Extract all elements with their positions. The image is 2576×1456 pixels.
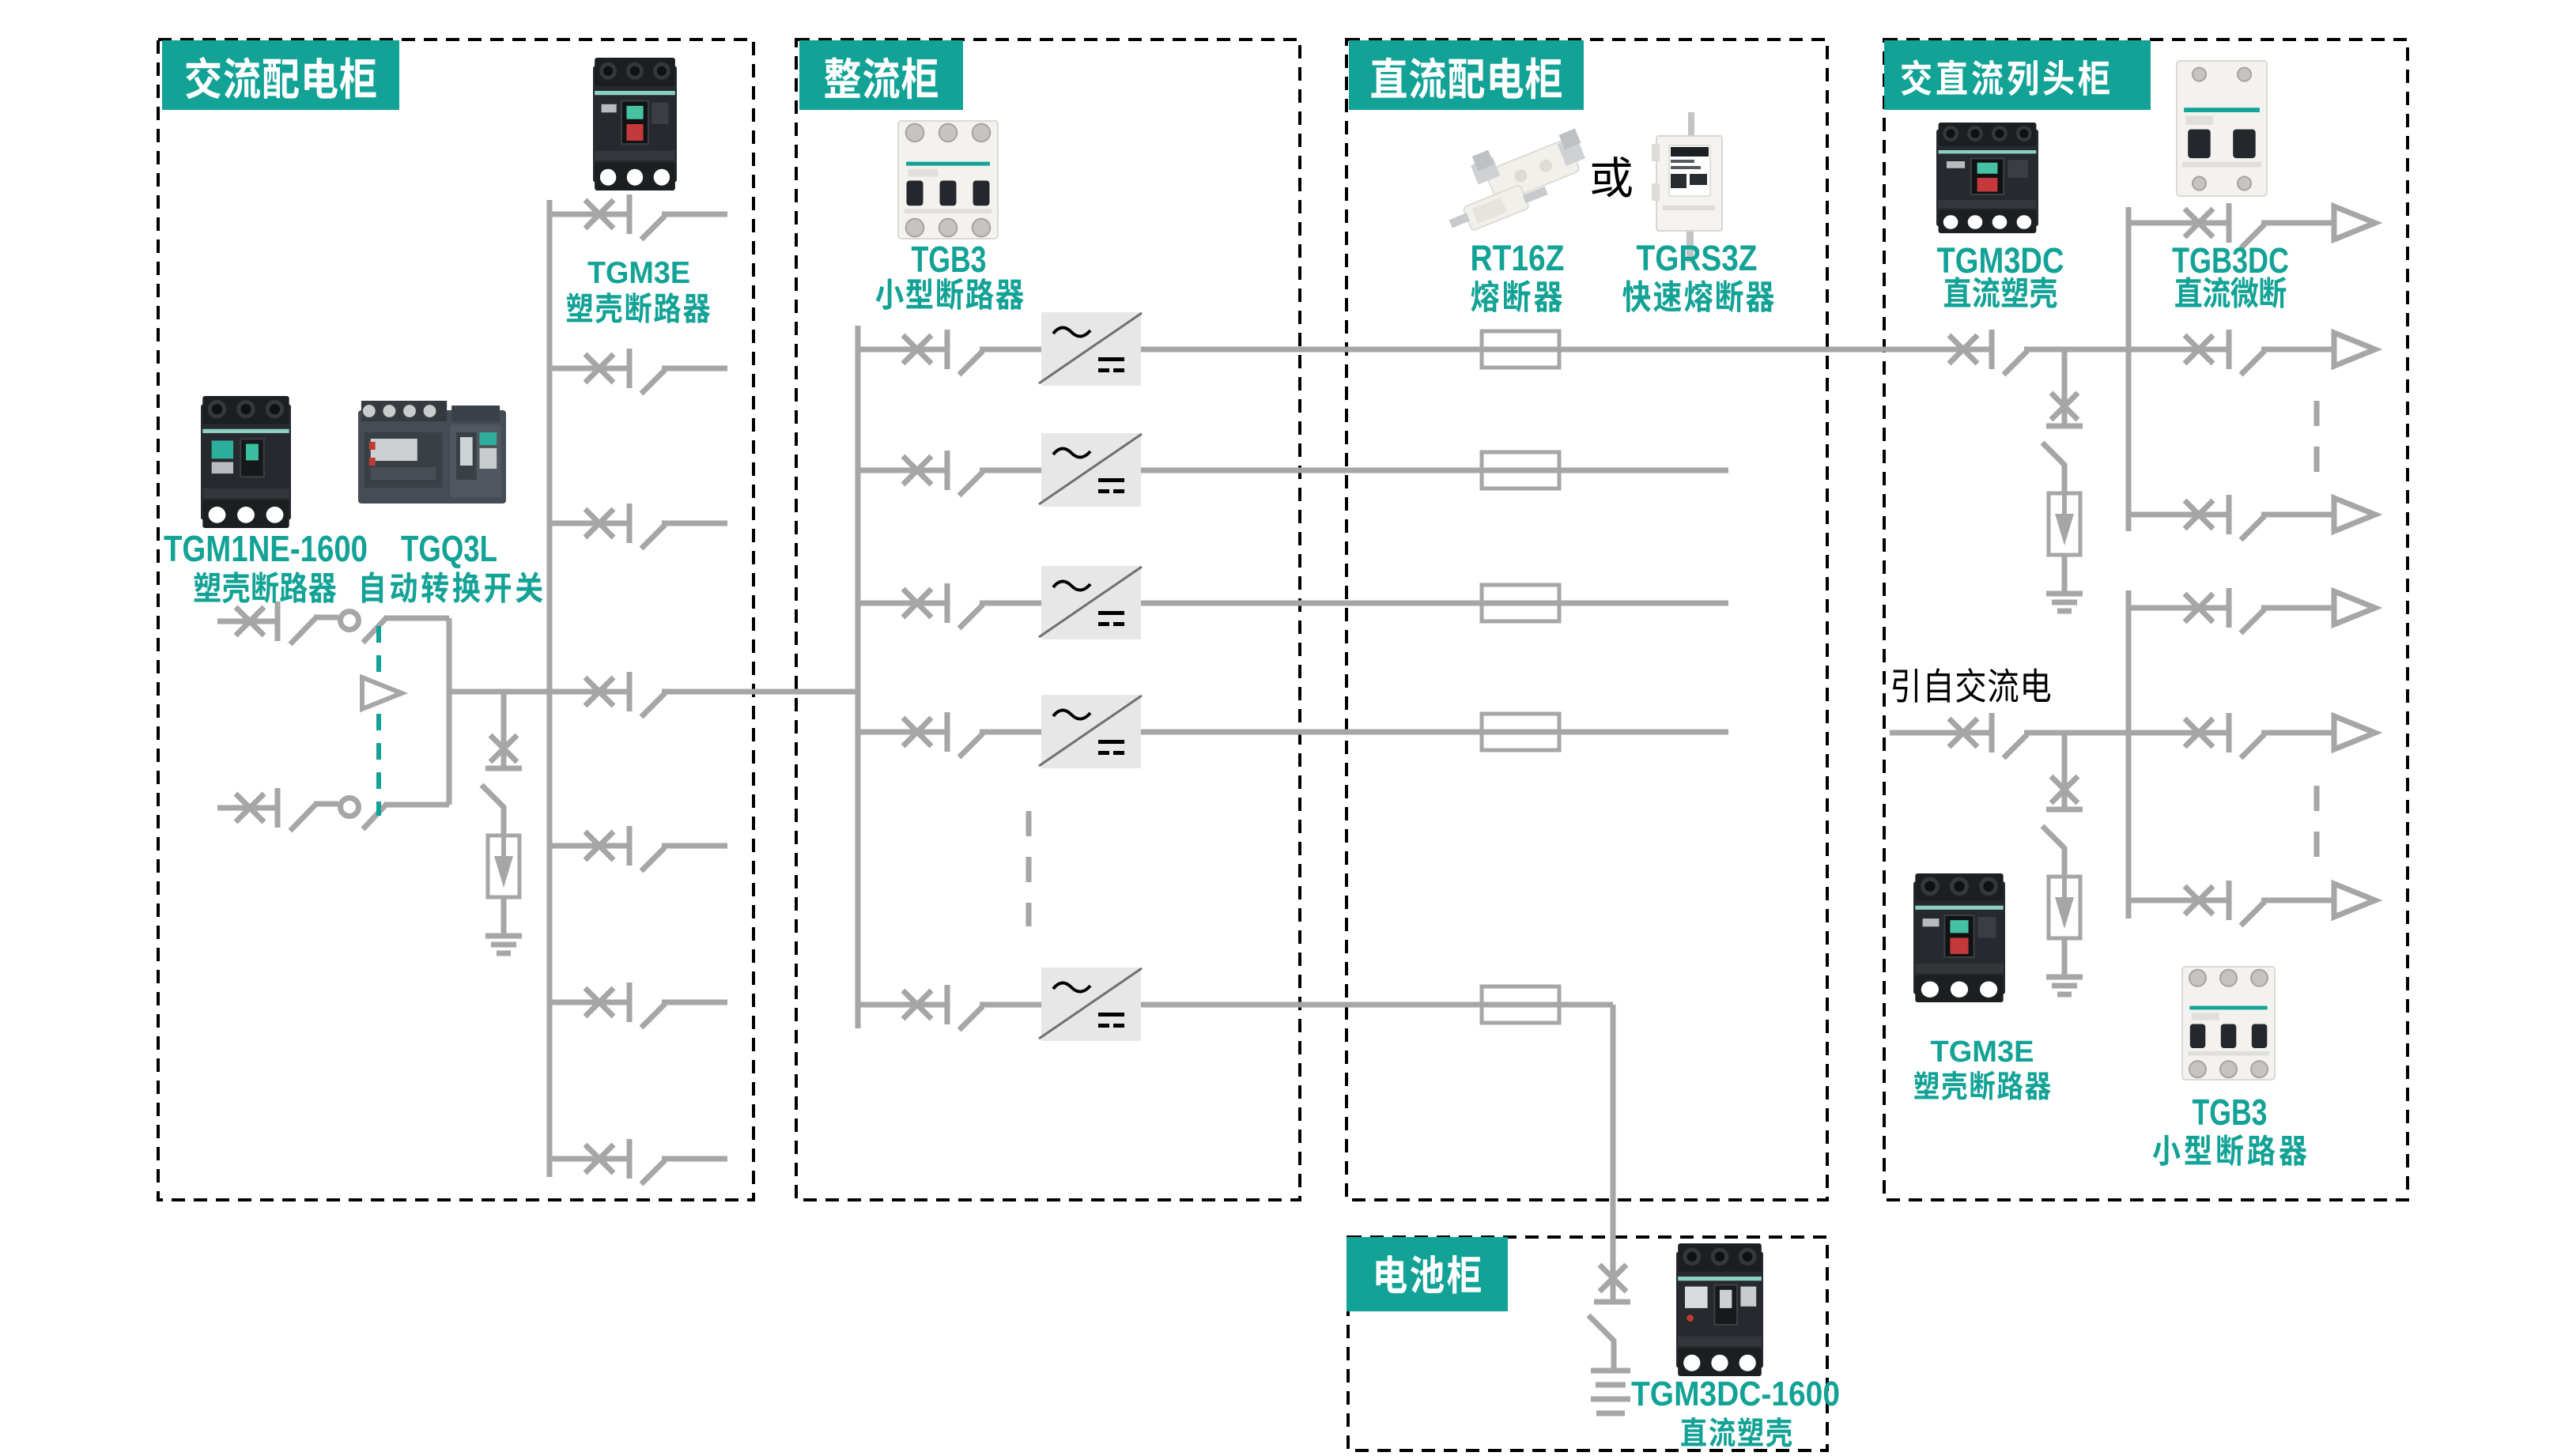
svg-text:RT16Z: RT16Z — [1471, 238, 1565, 278]
svg-text:TGM3E: TGM3E — [587, 256, 690, 290]
svg-text:TGB3: TGB3 — [2193, 1092, 2268, 1133]
svg-text:TGB3: TGB3 — [912, 239, 987, 280]
svg-text:TGM3E: TGM3E — [1931, 1035, 2034, 1069]
svg-text:TGB3DC: TGB3DC — [2172, 240, 2289, 281]
svg-text:TGQ3L: TGQ3L — [401, 528, 497, 569]
svg-text:TGM3DC: TGM3DC — [1937, 240, 2064, 281]
svg-text:TGM1NE-1600: TGM1NE-1600 — [164, 528, 368, 569]
svg-text:TGM3DC-1600: TGM3DC-1600 — [1631, 1375, 1840, 1413]
svg-text:TGRS3Z: TGRS3Z — [1637, 238, 1758, 278]
